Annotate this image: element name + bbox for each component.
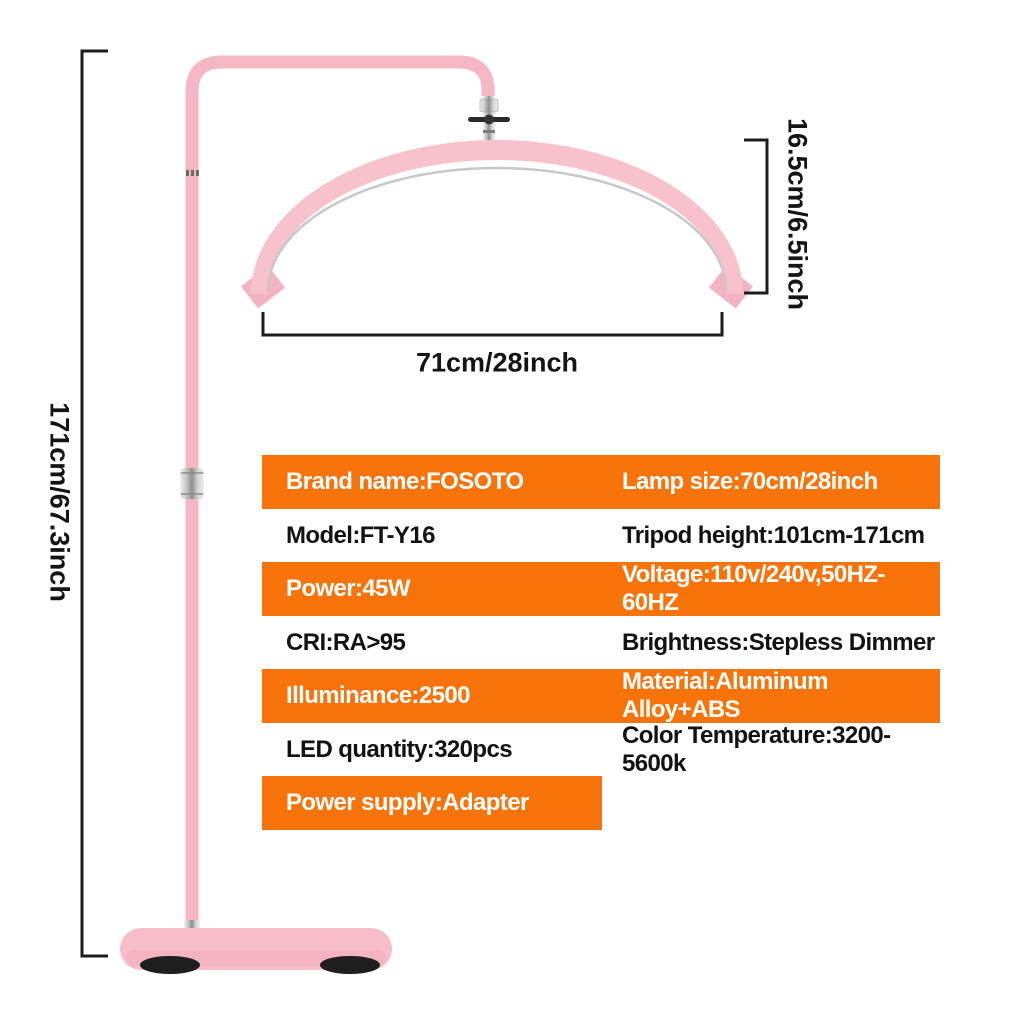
spec-cell-right: Brightness:Stepless Dimmer [622,628,935,656]
spec-cell-left: LED quantity:320pcs [286,735,513,763]
lamp-arc-band [251,140,743,294]
mount-knob [484,114,494,125]
base-foot-left [140,956,200,974]
spec-row: Illuminance:2500 Material:Aluminum Alloy… [262,668,940,723]
spec-cell-right: Color Temperature:3200-5600k [622,721,891,777]
spec-cell-left: Model:FT-Y16 [286,521,435,549]
spec-cell-right: Tripod height:101cm-171cm [622,521,925,549]
half-moon-lamp [240,140,754,309]
pole-segment-joint [186,170,199,176]
spec-cell-left: Power:45W [286,575,411,602]
spec-row: Power:45W Voltage:110v/240v,50HZ-60HZ [262,561,940,616]
lamp-diffuser-line [266,166,728,292]
lamp-depth-label: 16.5cm/6.5inch [782,117,813,311]
spec-cell-right: Voltage:110v/240v,50HZ-60HZ [622,561,885,616]
pole-lock-collar [180,468,204,499]
spec-row: Brand name:FOSOTO Lamp size:70cm/28inch [262,455,940,509]
spec-row: Model:FT-Y16 Tripod height:101cm-171cm [262,509,940,562]
spec-table: Brand name:FOSOTO Lamp size:70cm/28inch … [262,455,940,830]
stand-height-dimension-line [80,49,108,958]
lamp-width-dimension-line [261,312,724,337]
pole-base-joint [184,920,200,928]
base-foot-right [320,956,380,974]
lamp-depth-dimension-line [744,138,769,295]
spec-cell-right: Material:Aluminum Alloy+ABS [622,668,828,723]
mount-barrel [479,98,499,113]
stand-pole [185,55,495,934]
lamp-base [120,928,392,974]
spec-row: CRI:RA>95 Brightness:Stepless Dimmer [262,616,940,669]
stand-height-label: 171cm/67.3inch [44,402,75,602]
mount-ring [483,130,495,133]
spec-cell-left: Brand name:FOSOTO [286,468,524,495]
spec-cell-right: Lamp size:70cm/28inch [622,468,878,495]
spec-cell-left: Power supply:Adapter [262,776,602,830]
spec-row: Power supply:Adapter [262,776,940,830]
spec-cell-left: Illuminance:2500 [286,682,470,709]
lamp-width-label: 71cm/28inch [415,347,579,378]
spec-cell-left: CRI:RA>95 [286,628,406,656]
lamp-stand [180,55,495,934]
ball-head-mount [468,84,510,146]
spec-row: LED quantity:320pcs Color Temperature:32… [262,721,940,777]
